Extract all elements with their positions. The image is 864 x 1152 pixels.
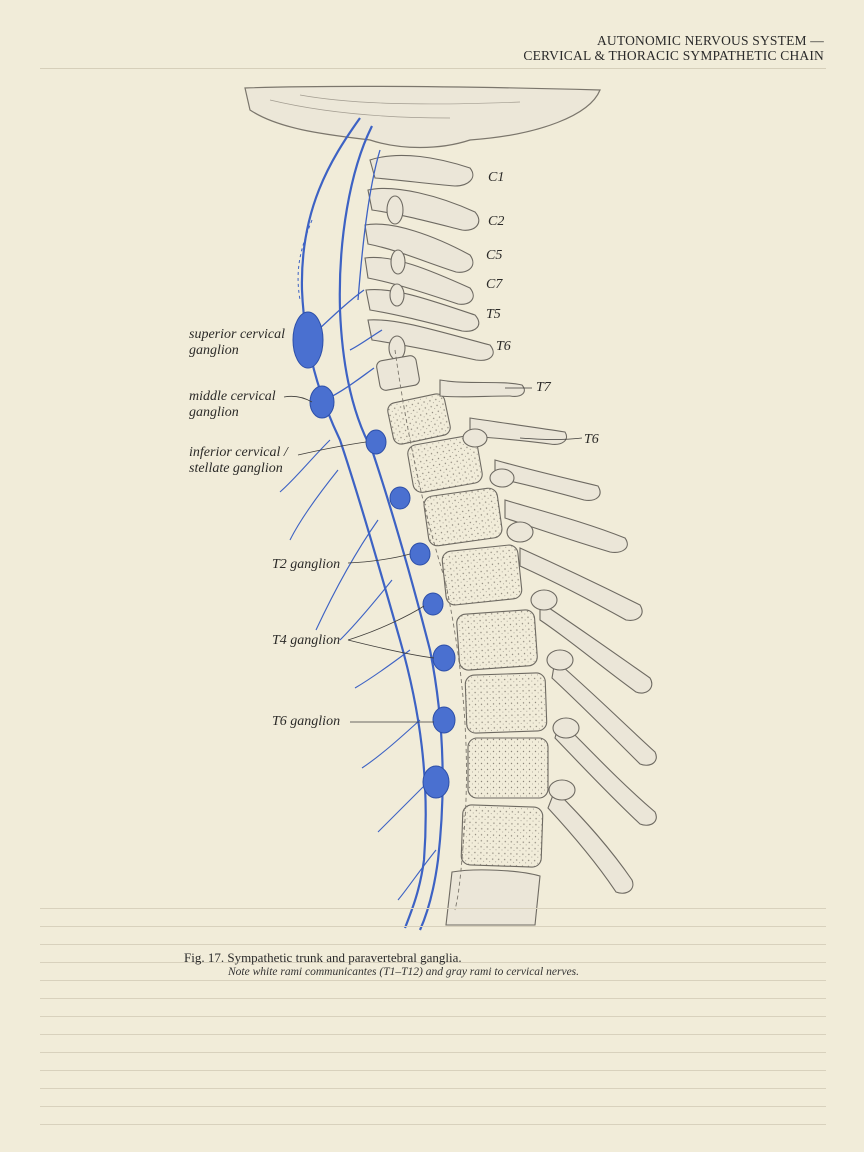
ruled-line — [40, 926, 826, 927]
label-c2: C2 — [488, 214, 504, 229]
t3-ganglion — [422, 592, 444, 616]
ruled-line — [40, 998, 826, 999]
label-t7: T7 — [536, 380, 552, 395]
header-line-2: CERVICAL & THORACIC SYMPATHETIC CHAIN — [523, 48, 824, 63]
label-t5: T5 — [486, 307, 501, 322]
rib-heads — [439, 379, 657, 894]
figure-caption: Fig. 17. Sympathetic trunk and paraverte… — [184, 950, 462, 965]
ruled-line — [40, 1124, 826, 1125]
ruled-line — [40, 944, 826, 945]
t4-ganglion — [432, 644, 456, 672]
ruled-line — [40, 1052, 826, 1053]
label-superior-line2: ganglion — [189, 343, 239, 358]
cervical-vertebrae — [364, 154, 494, 361]
ruled-line — [40, 962, 826, 963]
ganglion-labels: superior cervical ganglion middle cervic… — [189, 327, 340, 729]
label-t2-ganglion: T2 ganglion — [272, 557, 340, 572]
label-middle-line2: ganglion — [189, 405, 239, 420]
ruled-line — [40, 1034, 826, 1035]
sympathetic-chain — [279, 117, 444, 931]
label-superior-line1: superior cervical — [189, 327, 285, 342]
superior-cervical-ganglion — [292, 311, 324, 369]
t6-ganglion — [422, 765, 450, 799]
figure-caption-note: Note white rami communicantes (T1–T12) a… — [228, 966, 580, 978]
t1-ganglion — [389, 486, 411, 510]
ruled-line — [40, 1016, 826, 1017]
label-t6-upper: T6 — [496, 339, 511, 354]
label-t6-ganglion: T6 ganglion — [272, 714, 340, 729]
label-middle-line1: middle cervical — [189, 389, 276, 404]
label-inferior-line2: stellate ganglion — [189, 461, 283, 476]
ruled-line — [40, 908, 826, 909]
ruled-line — [40, 1088, 826, 1089]
label-c5: C5 — [486, 248, 502, 263]
label-t6-lower: T6 — [584, 432, 599, 447]
thoracic-vertebral-bodies — [376, 355, 549, 926]
t2-ganglion — [409, 542, 431, 566]
middle-cervical-ganglion — [309, 385, 335, 419]
header-line-1: AUTONOMIC NERVOUS SYSTEM — — [596, 33, 824, 48]
label-t4-ganglion: T4 ganglion — [272, 633, 340, 648]
label-inferior-line1: inferior cervical / — [189, 445, 289, 460]
ruled-line — [40, 1070, 826, 1071]
skull-base — [244, 85, 601, 149]
stellate-ganglion — [365, 429, 387, 455]
header-rule — [40, 68, 826, 69]
t5-ganglion — [432, 706, 456, 734]
label-c7: C7 — [486, 277, 503, 292]
ruled-line — [40, 980, 826, 981]
ganglia — [292, 311, 456, 799]
vertebra-labels: C1 C2 C5 C7 T5 T6 T7 T6 — [486, 170, 599, 447]
ruled-line — [40, 1106, 826, 1107]
page-header: AUTONOMIC NERVOUS SYSTEM — CERVICAL & TH… — [523, 33, 824, 63]
label-c1: C1 — [488, 170, 504, 185]
